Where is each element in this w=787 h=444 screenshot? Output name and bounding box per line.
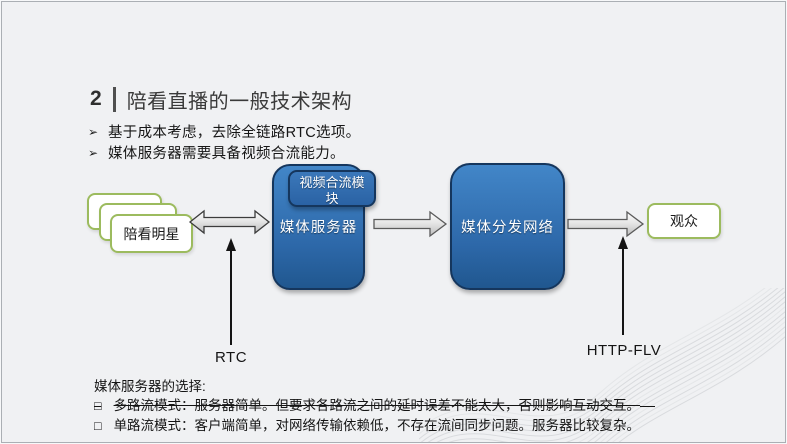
http-flv-arrow-head [618, 236, 628, 249]
title-row: 2 陪看直播的一般技术架构 [90, 84, 352, 114]
page-title: 陪看直播的一般技术架构 [126, 90, 353, 113]
slide-number: 2 [90, 87, 102, 110]
checkbox-bullet-icon: □ [94, 399, 102, 413]
bullet-text: 媒体服务器需要具备视频合流能力。 [108, 146, 345, 162]
cdn-node-label: 媒体分发网络 [461, 220, 554, 236]
bullet-item: ➢ 媒体服务器需要具备视频合流能力。 [88, 142, 360, 163]
http-flv-label: HTTP-FLV [586, 342, 662, 359]
source-node: 陪看明星 [110, 214, 193, 253]
bullet-text: 基于成本考虑，去除全链路RTC选项。 [108, 125, 361, 141]
note-text: 多路流模式：服务器简单。但要求各路流之间的延时误差不能太大，否则影响互动交互。 [113, 398, 641, 413]
note-item-single-stream: □ 单路流模式：客户端简单，对网络传输依赖低，不存在流间同步问题。服务器比较复杂。 [94, 416, 744, 436]
bullet-list: ➢ 基于成本考虑，去除全链路RTC选项。 ➢ 媒体服务器需要具备视频合流能力。 [88, 121, 360, 163]
audience-node-label: 观众 [670, 213, 698, 229]
video-merge-module-label: 视频合流模块 [299, 175, 365, 206]
arrow-bullet-icon: ➢ [88, 145, 99, 160]
rtc-arrow-head [226, 238, 236, 251]
audience-node: 观众 [647, 203, 721, 239]
cdn-node: 媒体分发网络 [450, 163, 565, 290]
note-text: 单路流模式：客户端简单，对网络传输依赖低，不存在流间同步问题。服务器比较复杂。 [113, 418, 641, 433]
arrow-bullet-icon: ➢ [88, 124, 99, 139]
checkbox-bullet-icon: □ [94, 419, 102, 433]
notes-heading: 媒体服务器的选择: [94, 379, 206, 394]
strike-extension [640, 405, 656, 408]
source-node-label: 陪看明星 [123, 225, 180, 242]
notes-block: 媒体服务器的选择: □ 多路流模式：服务器简单。但要求各路流之间的延时误差不能太大… [94, 377, 744, 436]
note-item-multi-stream: □ 多路流模式：服务器简单。但要求各路流之间的延时误差不能太大，否则影响互动交互。 [94, 396, 744, 416]
media-server-label: 媒体服务器 [279, 220, 358, 236]
bullet-item: ➢ 基于成本考虑，去除全链路RTC选项。 [88, 121, 360, 142]
struck-note: □ 多路流模式：服务器简单。但要求各路流之间的延时误差不能太大，否则影响互动交互。 [94, 398, 640, 413]
video-merge-module-node: 视频合流模块 [288, 170, 376, 207]
double-arrow [188, 209, 271, 235]
title-separator [112, 86, 116, 112]
right-arrow-cdn-to-audience [567, 210, 645, 238]
rtc-label: RTC [214, 349, 248, 366]
right-arrow-server-to-cdn [373, 210, 448, 238]
